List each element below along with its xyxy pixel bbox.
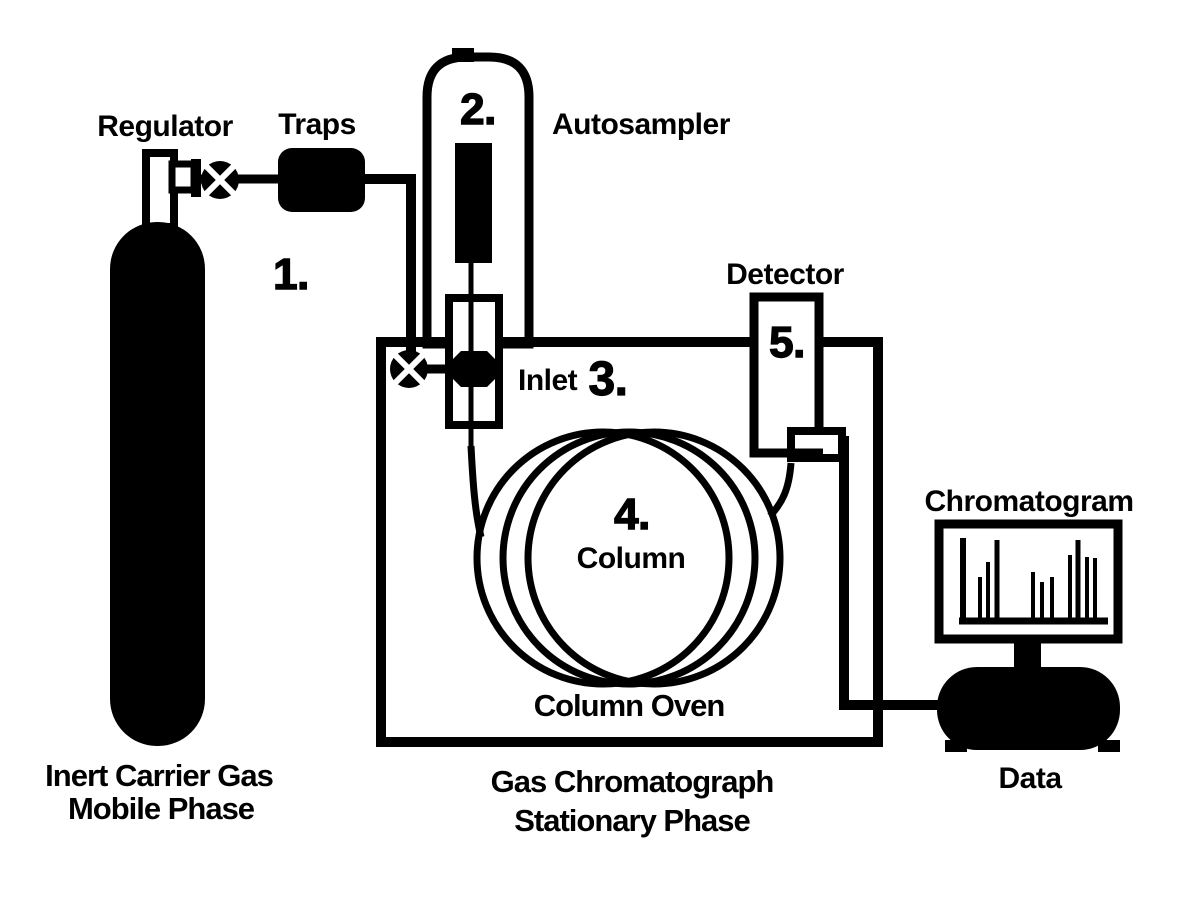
data-system-icon — [937, 667, 1120, 750]
step-4-label: 4. — [614, 490, 650, 539]
traps-box-icon — [278, 148, 365, 212]
column-oven-label: Column Oven — [534, 688, 725, 723]
oven-valve-icon — [390, 350, 428, 388]
traps-assembly — [278, 148, 416, 358]
detector-label: Detector — [726, 258, 845, 291]
carrier-caption-line1: Inert Carrier Gas — [45, 758, 273, 793]
column-label: Column — [577, 542, 686, 575]
gc-caption-line2: Stationary Phase — [514, 803, 750, 838]
carrier-caption-line2: Mobile Phase — [68, 791, 255, 826]
gc-caption-line1: Gas Chromatograph — [491, 764, 774, 799]
column-inlet-tube — [467, 445, 485, 538]
data-system-foot-right — [1098, 740, 1120, 752]
column-coil-icon — [467, 428, 795, 688]
step-2-label: 2. — [460, 85, 496, 134]
gc-oven-box — [376, 337, 883, 747]
carrier-gas-assembly — [110, 149, 282, 746]
regulator-valve-icon — [201, 161, 239, 199]
inlet-assembly — [390, 260, 503, 449]
step-5-label: 5. — [769, 318, 805, 367]
syringe-plunger-icon — [452, 48, 474, 62]
step-1-label: 1. — [273, 250, 309, 299]
step-3-label: 3. — [588, 353, 627, 406]
monitor-stand-icon — [1014, 639, 1041, 671]
column-outlet-tube — [767, 462, 795, 519]
regulator-label: Regulator — [97, 110, 233, 143]
diagram-labels: Regulator Traps 1. 2. Autosampler Inlet … — [45, 84, 1134, 838]
chromatogram-peaks — [960, 538, 1097, 621]
autosampler-label: Autosampler — [552, 108, 731, 141]
regulator-body-icon — [191, 159, 201, 197]
gas-cylinder-icon — [110, 222, 205, 746]
data-label: Data — [998, 762, 1062, 795]
chromatogram-label: Chromatogram — [924, 485, 1133, 518]
traps-to-oven-line — [365, 174, 416, 358]
detector-signal-line — [839, 436, 948, 710]
regulator-port-icon — [168, 160, 198, 194]
inlet-label: Inlet — [518, 364, 578, 397]
autosampler-assembly — [422, 48, 534, 349]
traps-label: Traps — [278, 108, 356, 141]
data-system-assembly — [934, 519, 1123, 752]
detector-assembly — [749, 292, 948, 710]
inlet-septum-icon — [452, 351, 496, 387]
syringe-icon — [455, 143, 492, 263]
